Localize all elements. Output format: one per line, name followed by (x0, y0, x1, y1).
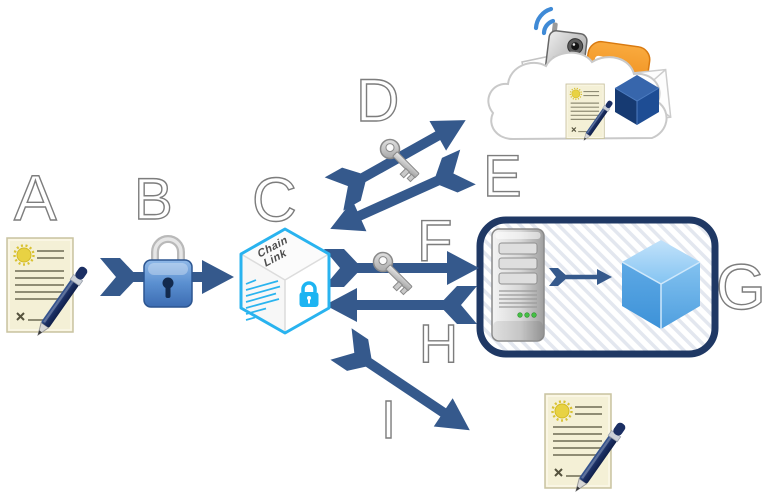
label-d: D (356, 67, 399, 134)
label-c: C (252, 166, 297, 235)
arrow-f-to-server (324, 249, 479, 287)
cloud-devices-icon (487, 6, 672, 143)
signed-document-icon-output (543, 392, 629, 496)
led-lights (517, 312, 537, 318)
label-i: I (381, 390, 396, 450)
step-labels: A B C D E F G H I (13, 66, 766, 450)
cube-lock-glyph (299, 281, 319, 307)
flow-arrows (100, 120, 479, 431)
label-h: H (419, 314, 458, 374)
drive-bays (498, 242, 538, 285)
arrow-h-from-server (325, 286, 477, 324)
label-f: F (417, 209, 452, 274)
arrow-e-from-cloud (330, 149, 476, 232)
signed-document-icon-a (5, 236, 91, 340)
server-to-cube-arrow (549, 268, 612, 286)
server-icon (491, 228, 545, 342)
label-a: A (14, 162, 57, 234)
padlock-icon (143, 235, 193, 308)
vent-lines (499, 290, 537, 308)
label-e: E (483, 144, 522, 209)
data-cube-icon (621, 240, 701, 329)
arrow-d-to-cloud (324, 120, 466, 211)
trust-boundary-box (476, 216, 719, 358)
keyhole (162, 277, 174, 298)
label-g: G (716, 251, 766, 323)
navy-cube-icon (614, 75, 660, 125)
cube-outline (239, 227, 331, 335)
wireless-signal-icon (533, 6, 556, 36)
chainlink-cube-icon: Chain Link (239, 227, 331, 335)
arrow-i-to-document (330, 328, 470, 431)
cube-code-lines (245, 279, 281, 321)
label-b: B (134, 167, 173, 232)
